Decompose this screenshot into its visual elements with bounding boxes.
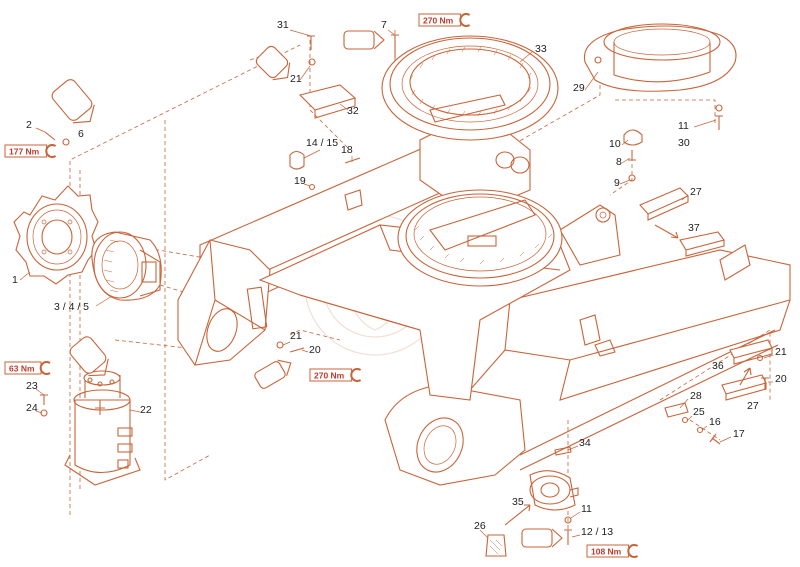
callout-c1: 1 (12, 274, 18, 286)
callout-c1415: 14 / 15 (306, 137, 338, 149)
torque-badge-t177: 177 Nm (4, 144, 57, 158)
callout-c31: 31 (277, 19, 289, 31)
callout-c17: 17 (733, 428, 745, 440)
wrench-icon (45, 144, 57, 158)
callout-c36: 36 (712, 360, 724, 372)
track-frame (177, 109, 791, 486)
sprocket-part-1 (13, 185, 99, 285)
torque-value: 108 Nm (591, 547, 622, 557)
torque-value: 177 Nm (9, 147, 40, 157)
callout-c21a: 21 (290, 73, 302, 85)
leader-lines (19, 29, 774, 539)
grease-tubes (51, 30, 563, 548)
wrench-icon (459, 13, 471, 27)
callout-c20a: 20 (309, 344, 321, 356)
callout-c21c: 21 (775, 346, 787, 358)
torque-value: 63 Nm (9, 364, 35, 374)
callout-c34: 34 (579, 437, 591, 449)
callout-c28: 28 (690, 390, 702, 402)
callout-c37: 37 (688, 222, 700, 234)
callout-c11a: 11 (678, 120, 689, 132)
callout-c24: 24 (26, 402, 38, 414)
callout-c8: 8 (616, 156, 622, 168)
torque-badge-t63: 63 Nm (4, 361, 51, 375)
callout-c21b: 21 (290, 330, 302, 342)
callout-c26: 26 (474, 520, 486, 532)
roller-part-35 (529, 470, 579, 511)
callout-c19: 19 (294, 175, 306, 187)
callout-c1213: 12 / 13 (581, 526, 613, 538)
swivel-joint-part-22 (64, 370, 141, 486)
callout-c9: 9 (614, 177, 620, 189)
callout-c16: 16 (709, 416, 721, 428)
callout-c22: 22 (140, 404, 152, 416)
wrench-icon (350, 368, 362, 382)
callout-c345: 3 / 4 / 5 (54, 301, 89, 313)
wrench-icon (39, 361, 51, 375)
hardware (40, 34, 769, 557)
arrow-37 (654, 224, 679, 239)
torque-badge-t108: 108 Nm (586, 544, 639, 558)
callout-c2: 2 (26, 119, 32, 131)
torque-value: 270 Nm (423, 16, 454, 26)
callout-c33: 33 (535, 43, 547, 55)
callout-c35: 35 (512, 496, 524, 508)
travel-motor-part-345 (91, 231, 162, 301)
arrow-36 (739, 367, 752, 386)
callout-c32: 32 (347, 105, 359, 117)
callout-c20b: 20 (775, 373, 787, 385)
callout-c27a: 27 (690, 186, 702, 198)
wrench-icon (627, 544, 639, 558)
callout-c10: 10 (609, 138, 621, 150)
torque-badges: 270 Nm 177 Nm 63 Nm 270 Nm 108 Nm (4, 13, 639, 558)
callout-c6: 6 (78, 128, 84, 140)
arrow-35 (504, 504, 531, 526)
callout-c11b: 11 (581, 503, 592, 515)
plates (298, 84, 773, 418)
callout-c25: 25 (693, 406, 705, 418)
slewing-ring-part-33 (381, 35, 559, 141)
callout-c18: 18 (341, 144, 353, 156)
housing-part-29 (583, 23, 737, 92)
callout-c7: 7 (381, 19, 387, 31)
callout-c30: 30 (678, 137, 690, 149)
callout-c23: 23 (26, 380, 38, 392)
torque-badge-t270a: 270 Nm (418, 13, 471, 27)
torque-badge-t270b: 270 Nm (309, 368, 362, 382)
torque-value: 270 Nm (314, 371, 345, 381)
callout-c29: 29 (573, 82, 585, 94)
callout-c27b: 27 (747, 400, 759, 412)
